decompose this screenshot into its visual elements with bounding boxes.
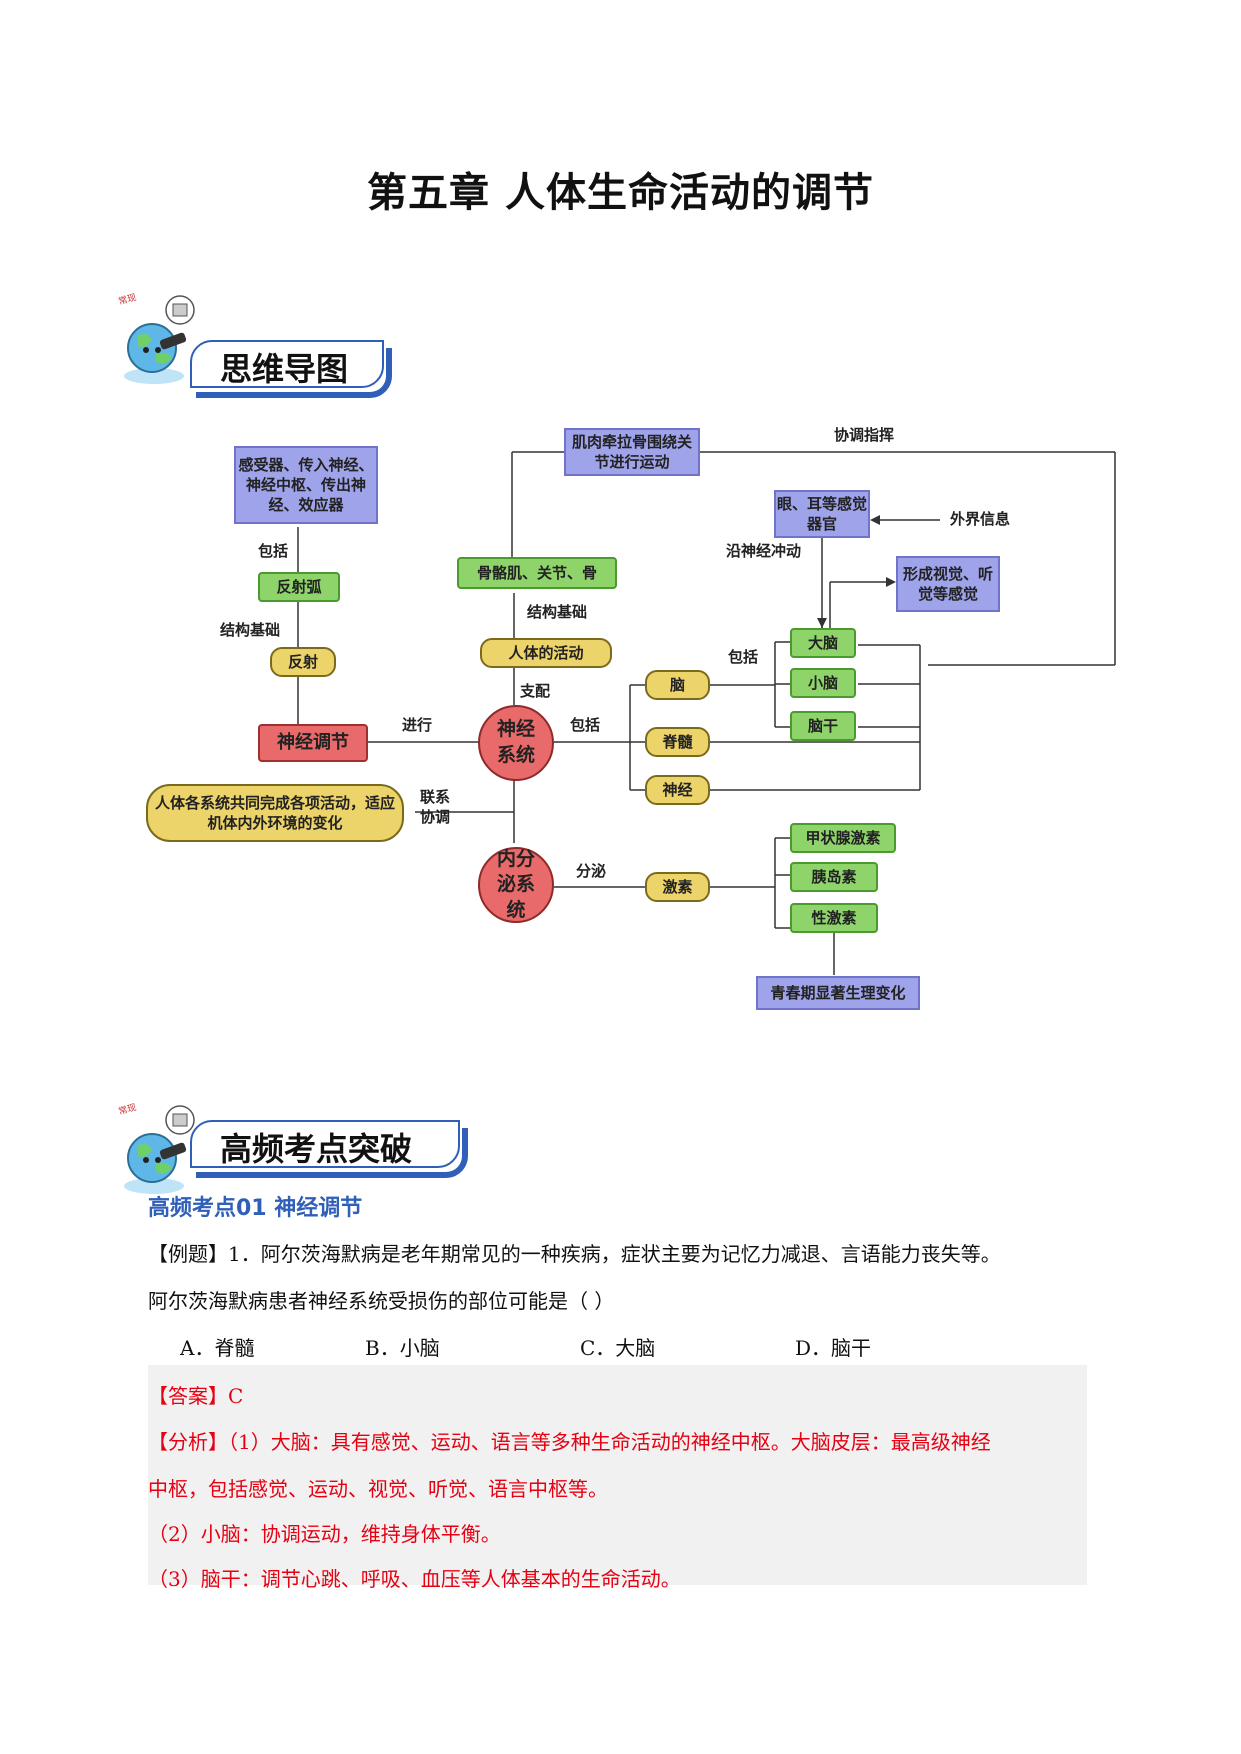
spinal-cord-box: 脊髓 [645, 727, 710, 757]
label-include-2: 包括 [570, 716, 601, 734]
mascot-icon: 常现 [117, 1098, 200, 1198]
label-dominate: 支配 [520, 682, 551, 700]
label-include-3: 包括 [728, 648, 759, 666]
hormone-box: 激素 [645, 872, 710, 902]
endocrine-system-node: 内分泌系统 [478, 847, 554, 923]
cerebellum-box: 小脑 [790, 668, 856, 698]
muscle-movement-box: 肌肉牵拉骨围绕关节进行运动 [564, 428, 700, 476]
thyroid-hormone-box: 甲状腺激素 [790, 823, 896, 853]
option-d: D．脑干 [795, 1336, 872, 1360]
label-include: 包括 [258, 542, 289, 560]
option-a: A．脊髓 [180, 1336, 255, 1360]
sex-hormone-box: 性激素 [790, 903, 878, 933]
sense-organ-box: 眼、耳等感觉器官 [774, 490, 870, 538]
cerebrum-box: 大脑 [790, 628, 856, 658]
analysis-line-1: 【分析】（1）大脑：具有感觉、运动、语言等多种生命活动的神经中枢。大脑皮层：最高… [148, 1430, 991, 1454]
section-title: 高频考点突破 [220, 1130, 413, 1168]
human-activity-box: 人体的活动 [480, 638, 612, 668]
bone-joint-box: 骨骼肌、关节、骨 [457, 557, 617, 589]
reflex-box: 反射 [270, 647, 336, 677]
neural-regulation-box: 神经调节 [258, 724, 368, 762]
svg-text:常现: 常现 [118, 1101, 138, 1117]
label-structural-basis: 结构基础 [220, 621, 281, 639]
option-b: B．小脑 [365, 1336, 440, 1360]
insulin-box: 胰岛素 [790, 862, 878, 892]
question-line-1: 【例题】1．阿尔茨海默病是老年期常见的一种疾病，症状主要为记忆力减退、言语能力丧… [148, 1242, 1001, 1266]
section-banner-mindmap: 思维导图 [190, 340, 392, 398]
section-banner-highfreq: 高频考点突破 [190, 1120, 468, 1178]
label-outer-info: 外界信息 [950, 510, 1011, 528]
question-line-2: 阿尔茨海默病患者神经系统受损伤的部位可能是（ ） [148, 1289, 615, 1313]
brainstem-box: 脑干 [790, 711, 856, 741]
analysis-line-4: （3）脑干：调节心跳、呼吸、血压等人体基本的生命活动。 [148, 1567, 681, 1591]
reflex-arc-parts-box: 感受器、传入神经、神经中枢、传出神经、效应器 [234, 446, 378, 524]
vision-hearing-box: 形成视觉、听觉等感觉 [896, 556, 1000, 612]
coordination-box: 人体各系统共同完成各项活动，适应机体内外环境的变化 [146, 784, 404, 842]
answer-panel [148, 1365, 1087, 1585]
nervous-system-node: 神经系统 [478, 705, 554, 781]
analysis-line-3: （2）小脑：协调运动，维持身体平衡。 [148, 1522, 501, 1546]
analysis-line-2: 中枢，包括感觉、运动、视觉、听觉、语言中枢等。 [148, 1477, 608, 1501]
brain-box: 脑 [645, 670, 710, 700]
label-proceed: 进行 [402, 716, 433, 734]
label-coordinate-command: 协调指挥 [834, 426, 895, 444]
point-heading: 高频考点01 神经调节 [148, 1196, 363, 1221]
answer-line: 【答案】C [148, 1384, 244, 1408]
puberty-change-box: 青春期显著生理变化 [756, 976, 920, 1010]
label-along-nerve: 沿神经冲动 [726, 542, 802, 560]
label-secrete: 分泌 [576, 862, 607, 880]
label-link-coordinate: 联系协调 [420, 788, 451, 826]
nerve-box: 神经 [645, 775, 710, 805]
option-c: C．大脑 [580, 1336, 656, 1360]
reflex-arc-box: 反射弧 [258, 572, 340, 602]
label-structural-basis-2: 结构基础 [527, 603, 588, 621]
page-title: 第五章 人体生命活动的调节 [367, 169, 874, 216]
section-title: 思维导图 [220, 350, 349, 388]
mascot-icon: 常现 [117, 288, 200, 388]
